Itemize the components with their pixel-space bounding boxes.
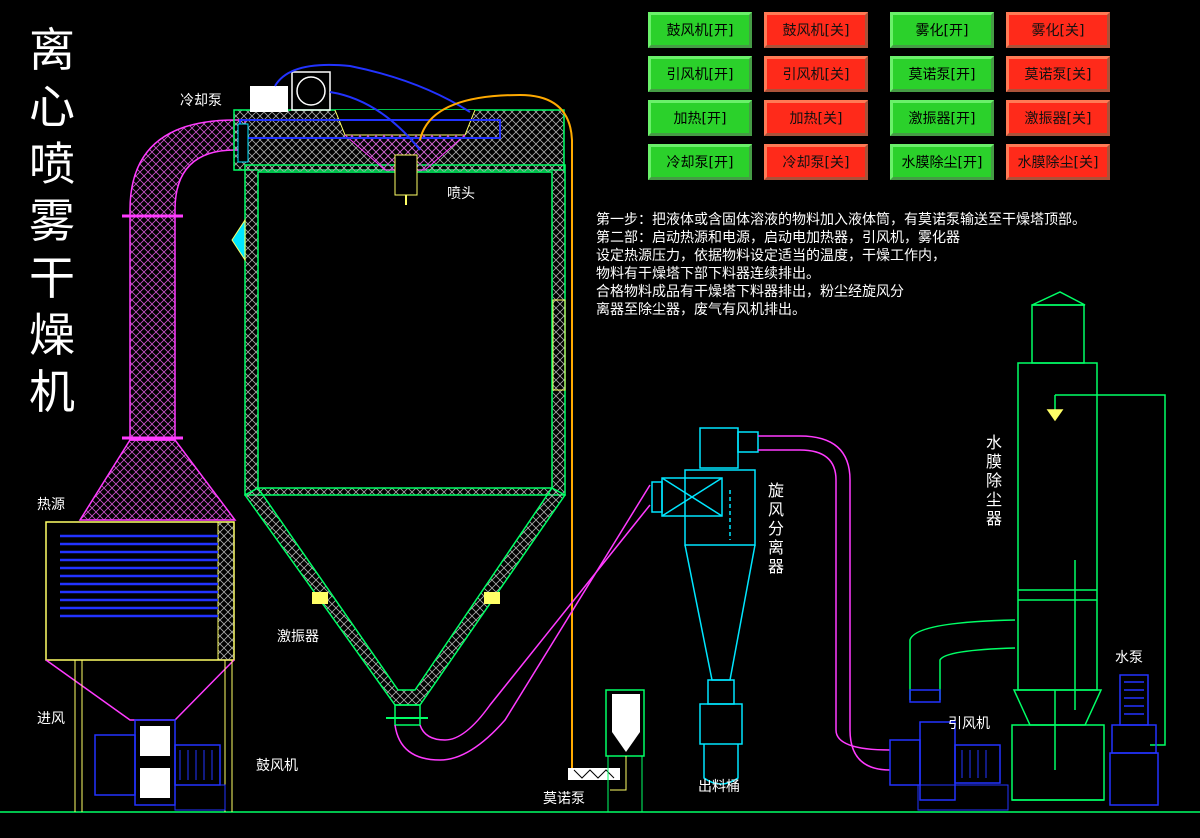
- screw-pump-on-button[interactable]: 莫诺泵[开]: [890, 56, 994, 92]
- screw-pump-assembly: [568, 689, 645, 812]
- blower-machine: [94, 719, 226, 811]
- instruction-line: 第一步：把液体或含固体溶液的物料加入液体筒，有莫诺泵输送至干燥塔顶部。: [596, 212, 1086, 228]
- instruction-line: 物料有干燥塔下部下料器连续排出。: [596, 266, 820, 282]
- induced-fan-on-button[interactable]: 引风机[开]: [648, 56, 752, 92]
- atomize-off-button[interactable]: 雾化[关]: [1006, 12, 1110, 48]
- heat-source-label: 热源: [37, 497, 65, 513]
- tower-to-cyclone-duct: [394, 484, 651, 761]
- cyclone-label: 旋 风 分 离 器: [767, 481, 784, 576]
- feed-line: [419, 93, 578, 771]
- blower-off-button[interactable]: 鼓风机[关]: [764, 12, 868, 48]
- water-pump-label: 水泵: [1115, 650, 1143, 666]
- cooling-pump-on-button[interactable]: 冷却泵[开]: [648, 144, 752, 180]
- blower-label: 鼓风机: [256, 758, 298, 774]
- vibrator-label: 激振器: [277, 629, 319, 645]
- cyclone-separator: [651, 427, 759, 785]
- scrubber-off-button[interactable]: 水膜除尘[关]: [1006, 144, 1110, 180]
- induced-fan-off-button[interactable]: 引风机[关]: [764, 56, 868, 92]
- vibrator-on-button[interactable]: 激振器[开]: [890, 100, 994, 136]
- screw-pump-off-button[interactable]: 莫诺泵[关]: [1006, 56, 1110, 92]
- instruction-line: 离器至除尘器，废气有风机排出。: [596, 302, 806, 318]
- scrubber-label: 水 膜 除 尘 器: [985, 433, 1002, 528]
- nozzle-label: 喷头: [447, 186, 475, 202]
- process-instructions: 第一步：把液体或含固体溶液的物料加入液体筒，有莫诺泵输送至干燥塔顶部。 第二部：…: [596, 211, 1086, 319]
- screw-pump-label: 莫诺泵: [543, 791, 585, 807]
- discharge-bucket-label: 出料桶: [698, 779, 740, 795]
- cooling-pump-label: 冷却泵: [180, 93, 222, 109]
- air-inlet-label: 进风: [37, 711, 65, 727]
- hot-air-duct: [78, 119, 246, 521]
- cooling-pump-off-button[interactable]: 冷却泵[关]: [764, 144, 868, 180]
- drying-tower: [231, 63, 567, 726]
- heating-off-button[interactable]: 加热[关]: [764, 100, 868, 136]
- scrubber-tower: [1011, 291, 1166, 801]
- induced-fan-label: 引风机: [948, 716, 990, 732]
- atomize-on-button[interactable]: 雾化[开]: [890, 12, 994, 48]
- water-pump-machine: [1109, 674, 1159, 806]
- blower-on-button[interactable]: 鼓风机[开]: [648, 12, 752, 48]
- heating-on-button[interactable]: 加热[开]: [648, 100, 752, 136]
- instruction-line: 设定热源压力，依据物料设定适当的温度，干燥工作内，: [596, 248, 946, 264]
- vibrator-off-button[interactable]: 激振器[关]: [1006, 100, 1110, 136]
- instruction-line: 第二部：启动热源和电源，启动电加热器，引风机，雾化器: [596, 230, 960, 246]
- scrubber-on-button[interactable]: 水膜除尘[开]: [890, 144, 994, 180]
- induced-fan-machine: [889, 619, 1016, 811]
- cyclone-to-fan-duct: [758, 435, 891, 771]
- instruction-line: 合格物料成品有干燥塔下料器排出，粉尘经旋风分: [596, 284, 904, 300]
- page-title: 离 心 喷 雾 干 燥 机: [29, 23, 75, 419]
